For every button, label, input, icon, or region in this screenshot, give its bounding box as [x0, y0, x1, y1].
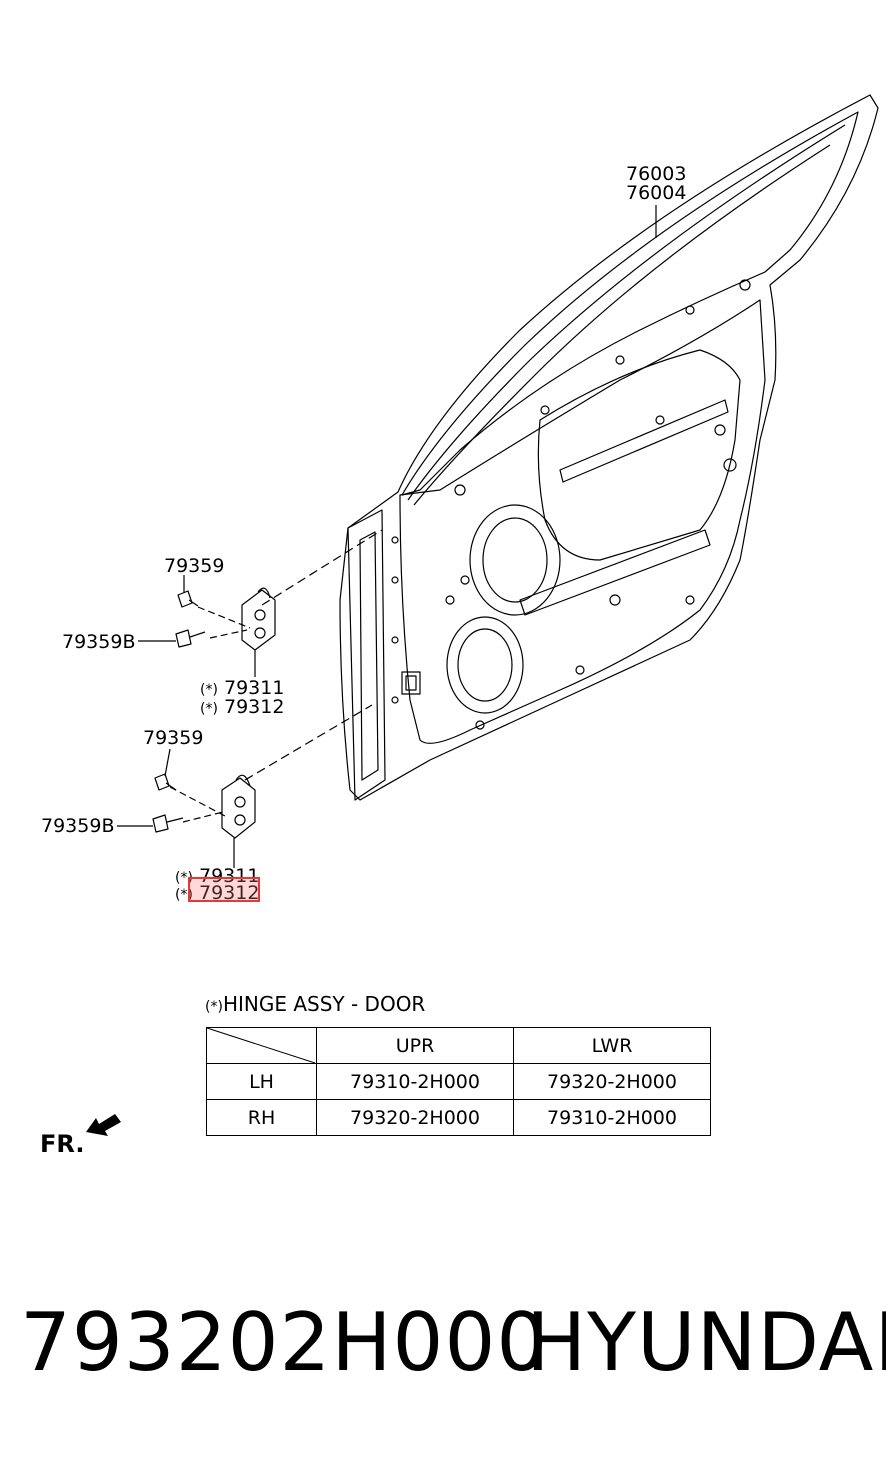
- hinge-assy-table: UPR LWR LH 79310-2H000 79320-2H000 RH 79…: [206, 1027, 711, 1136]
- callout-76003: 76003: [626, 163, 687, 185]
- note-text: HINGE ASSY - DOOR: [222, 992, 426, 1016]
- lower-bolt-79359: [154, 773, 177, 791]
- callout-upper-bolt-b: 79359B: [62, 631, 136, 653]
- callout-upper-hinge-1: (*) 79311: [200, 677, 285, 699]
- asterisk-mark: (*): [200, 701, 218, 717]
- table-header-corner: [206, 1027, 317, 1064]
- upper-hinge: [241, 589, 276, 651]
- table-cell: 79310-2H000: [316, 1063, 514, 1100]
- upper-bolt-79359: [177, 590, 199, 608]
- table-header-lwr: LWR: [513, 1027, 711, 1064]
- window-frame-inner: [401, 111, 859, 496]
- table-header-upr: UPR: [316, 1027, 514, 1064]
- speaker-hole-lower: [446, 616, 524, 714]
- lower-hinge: [221, 777, 256, 839]
- callout-76004: 76004: [626, 182, 687, 204]
- note-marker: (*): [205, 999, 223, 1015]
- front-arrow-icon: [86, 1114, 121, 1136]
- callout-lower-bolt: 79359: [143, 727, 204, 749]
- callout-upper-hinge-2: (*) 79312: [200, 696, 285, 718]
- table-cell: 79320-2H000: [316, 1099, 514, 1136]
- callout-upper-bolt: 79359: [164, 555, 225, 577]
- door-frame-outline: [339, 94, 879, 801]
- callout-lower-bolt-b: 79359B: [41, 815, 115, 837]
- asterisk-mark: (*): [200, 682, 218, 698]
- speaker-hole-upper: [469, 504, 561, 616]
- table-cell: LH: [206, 1063, 317, 1100]
- hinge-note: (*)HINGE ASSY - DOOR: [205, 992, 425, 1016]
- hinge-face: [347, 509, 386, 801]
- selected-part-highlight[interactable]: [188, 877, 260, 902]
- table-row: RH 79320-2H000 79310-2H000: [206, 1099, 711, 1136]
- lower-bolt-79359b: [152, 814, 184, 833]
- table-cell: RH: [206, 1099, 317, 1136]
- door-latch: [401, 671, 421, 695]
- table-cell: 79310-2H000: [513, 1099, 711, 1136]
- footer-part-number: 793202H000: [20, 1296, 549, 1389]
- table-row: LH 79310-2H000 79320-2H000: [206, 1063, 711, 1100]
- mounting-holes: [391, 279, 751, 730]
- window-frame-edge-2: [413, 144, 831, 506]
- table-header-row: UPR LWR: [206, 1027, 711, 1064]
- table-cell: 79320-2H000: [513, 1063, 711, 1100]
- upper-hinge-axis: [261, 529, 383, 606]
- window-cutout: [537, 349, 741, 561]
- upper-bolt-79359b: [175, 629, 206, 648]
- footer-brand: HYUNDAI: [526, 1296, 886, 1389]
- window-frame-edge: [407, 124, 846, 501]
- inner-panel: [399, 299, 766, 744]
- leader-lower-bolt: [164, 748, 171, 777]
- lower-hinge-axis: [244, 704, 373, 781]
- front-marker: FR.: [40, 1130, 85, 1158]
- impact-beam: [519, 529, 711, 616]
